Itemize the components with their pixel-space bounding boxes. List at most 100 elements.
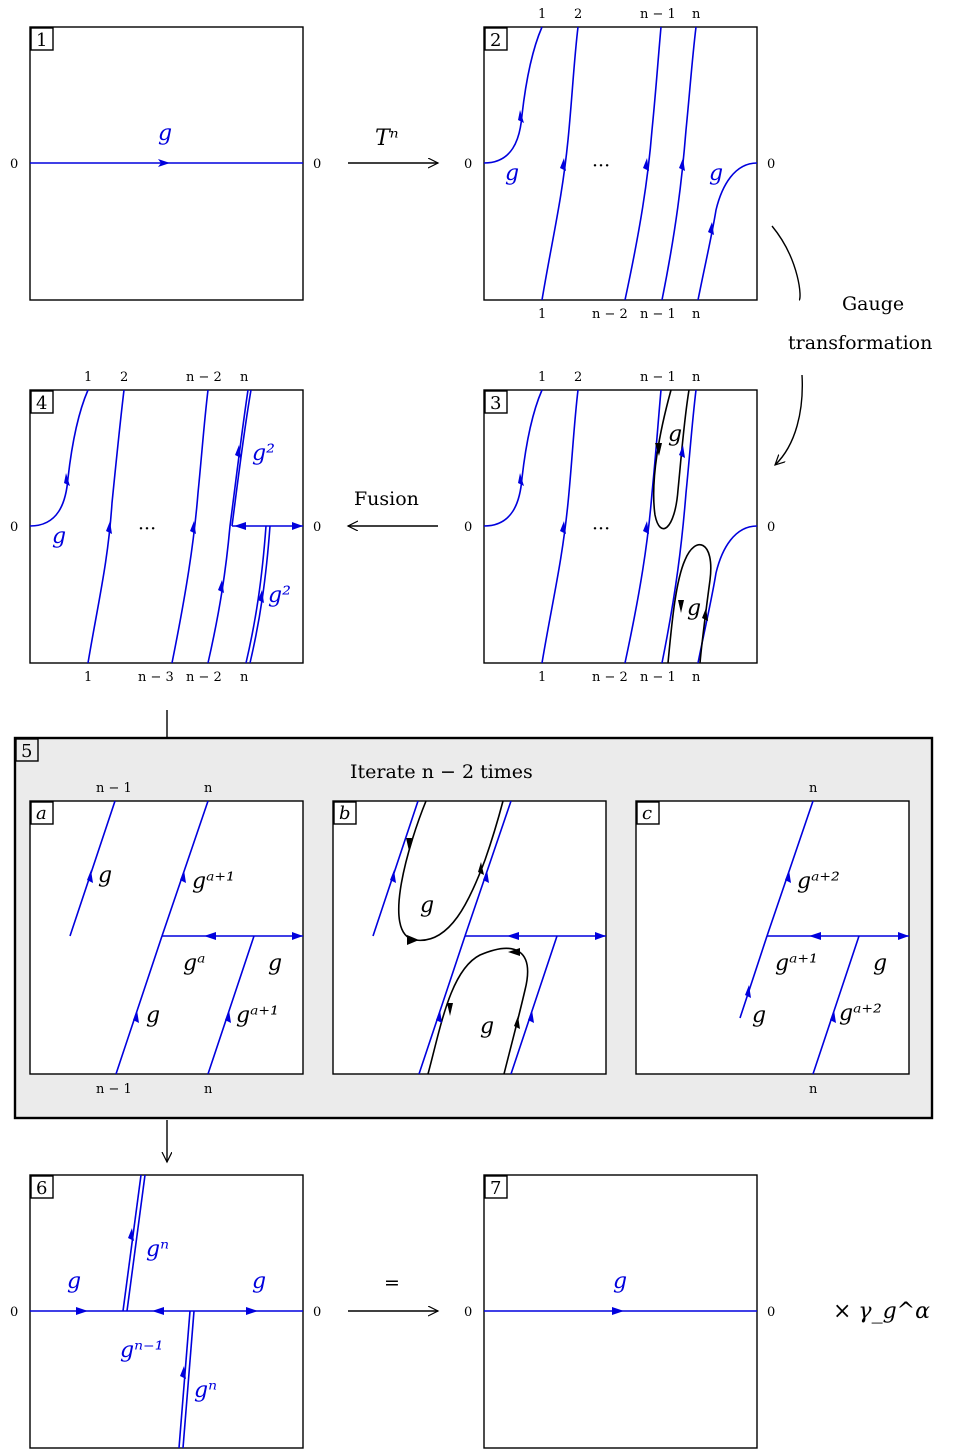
double-strand-bottom-a — [245, 525, 267, 664]
bottom-label: n — [692, 670, 701, 685]
subpanel-letter-box — [636, 801, 660, 825]
strand-lower-left — [115, 935, 163, 1075]
dir-arrow — [180, 870, 186, 883]
strand-lower-right — [510, 935, 558, 1075]
label-g-right: g — [252, 1269, 266, 1294]
panel-frame — [483, 389, 758, 664]
top-label: 1 — [538, 370, 546, 385]
top-label: n − 1 — [640, 370, 676, 385]
dir-arrow — [708, 222, 714, 235]
right-edge-label: 0 — [767, 520, 775, 535]
label-g-lower: g — [752, 1003, 766, 1028]
dir-arrow — [190, 521, 196, 534]
subpanel-letter: a — [36, 803, 47, 824]
left-edge-label: 0 — [10, 1305, 18, 1320]
black-loop-top — [397, 800, 504, 942]
strand-1-top — [483, 389, 543, 527]
label-g-lower: g — [480, 1014, 494, 1039]
label-g: g — [158, 121, 172, 146]
tn-label: Tⁿ — [375, 126, 399, 151]
panel-7: 7 g 0 0 × γ_g^α — [464, 1174, 930, 1449]
dir-arrow — [436, 1010, 442, 1023]
black-loop-bottom — [427, 947, 529, 1075]
strand-1-top — [29, 389, 89, 527]
arrow-curve-bottom — [775, 374, 803, 465]
double-strand-top-a — [122, 1174, 142, 1312]
panel-number: 7 — [490, 1178, 501, 1199]
panel-number-box — [30, 1175, 54, 1199]
strand-2 — [541, 389, 579, 664]
label-ga2-upper: gᵃ⁺² — [797, 869, 840, 894]
strand-2 — [87, 389, 125, 664]
dir-arrow — [447, 1003, 453, 1016]
left-edge-label: 0 — [464, 1305, 472, 1320]
top-label: n — [692, 7, 701, 22]
strand-right-bottom — [697, 525, 758, 664]
strand-n-a — [207, 389, 249, 664]
right-edge-label: 0 — [767, 157, 775, 172]
bottom-label: n − 1 — [96, 1082, 132, 1097]
dir-arrow — [225, 1010, 231, 1023]
panel-number-box — [484, 27, 508, 51]
bottom-label: n — [240, 670, 249, 685]
subpanel-frame — [29, 800, 304, 1075]
label-ga2-lower: gᵃ⁺² — [839, 1001, 882, 1026]
subpanel-frame — [332, 800, 607, 1075]
loop-label-bottom: g — [687, 596, 701, 621]
dir-arrow — [785, 870, 791, 883]
dir-arrow — [508, 948, 520, 956]
panel-number-box — [484, 390, 508, 414]
dir-arrow — [507, 932, 519, 940]
label-g2-bottom: g² — [268, 583, 291, 608]
dir-arrow — [745, 985, 751, 998]
dir-arrow — [643, 158, 649, 171]
iterate-title: Iterate n − 2 times — [350, 761, 533, 783]
strand-n-1-upper — [69, 800, 116, 937]
tn-arrow: Tⁿ — [348, 126, 438, 163]
top-label: 1 — [84, 370, 92, 385]
box-number-frame — [15, 738, 39, 762]
dir-arrow — [128, 1228, 134, 1241]
top-label: n — [692, 370, 701, 385]
direction-arrow — [158, 159, 170, 167]
subpanel-letter: b — [339, 803, 351, 824]
ellipsis: ··· — [138, 518, 156, 540]
dir-arrow — [560, 158, 566, 171]
label-g-right: g — [709, 161, 723, 186]
panel-number: 1 — [36, 30, 47, 51]
dir-arrow — [655, 443, 662, 456]
arrow-curve-top — [771, 225, 801, 301]
right-edge-label: 0 — [313, 157, 321, 172]
strand-n — [661, 26, 697, 301]
dir-arrow — [292, 932, 303, 940]
left-edge-label: 0 — [10, 157, 18, 172]
dir-arrow — [406, 838, 412, 851]
strand-right-bottom — [697, 162, 758, 301]
label-ga1-lower: gᵃ⁺¹ — [236, 1003, 279, 1028]
dir-arrow — [235, 445, 241, 458]
dir-arrow — [643, 521, 649, 534]
label-gn-1: gⁿ⁻¹ — [120, 1338, 163, 1363]
black-loop-bottom — [667, 543, 712, 664]
double-strand-top-b — [126, 1174, 146, 1312]
equals-arrow: = — [348, 1272, 438, 1311]
strand-2 — [541, 26, 579, 301]
bottom-label: 1 — [538, 670, 546, 685]
left-edge-label: 0 — [464, 520, 472, 535]
top-label: n — [240, 370, 249, 385]
label-g2-top: g² — [252, 441, 275, 466]
right-edge-label: 0 — [313, 520, 321, 535]
dir-arrow — [152, 1307, 164, 1315]
gauge-label-2: transformation — [788, 332, 932, 354]
dir-arrow — [830, 1010, 836, 1023]
right-edge-label: 0 — [313, 1305, 321, 1320]
label-ga1-upper: gᵃ⁺¹ — [192, 869, 235, 894]
dir-arrow — [87, 870, 93, 883]
label-gn-bottom: gⁿ — [194, 1378, 217, 1403]
label-g-upper-left: g — [98, 863, 112, 888]
direction-arrow — [612, 1307, 624, 1315]
strand-n-upper — [161, 800, 209, 937]
double-strand-bottom-b — [182, 1310, 195, 1449]
strand-upper-left — [372, 800, 419, 937]
gauge-arrow: Gauge transformation — [771, 225, 932, 465]
